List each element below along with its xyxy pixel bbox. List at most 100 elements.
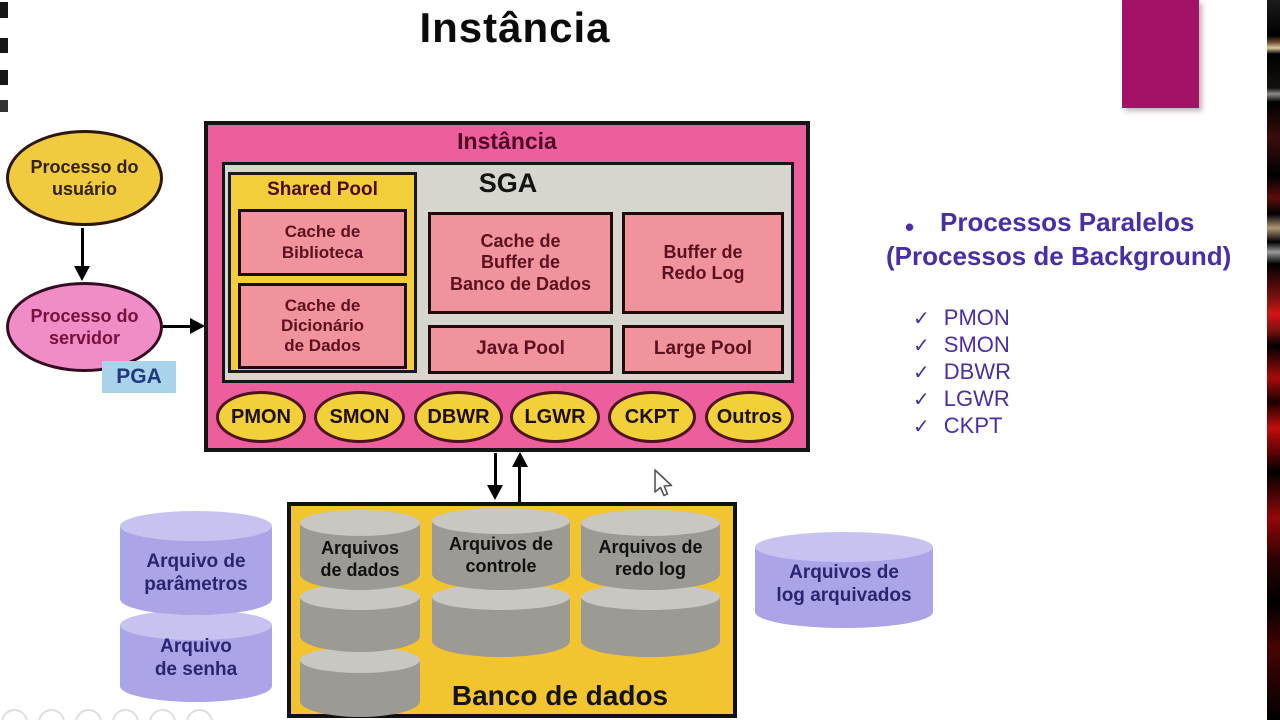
large-pool-label: Large Pool xyxy=(653,338,753,360)
redolog-cylinder: Arquivos de redo log xyxy=(581,510,720,590)
player-control-ghost xyxy=(149,709,176,720)
library-cache-box: Cache de Biblioteca xyxy=(238,209,407,276)
sidebar-heading-line2: (Processos de Background) xyxy=(886,241,1232,271)
controlfile-cylinder xyxy=(432,584,570,657)
process-ellipse-outros: Outros xyxy=(705,391,794,443)
buffer-cache-box: Cache de Buffer de Banco de Dados xyxy=(428,212,613,314)
check-icon: ✓ xyxy=(913,362,930,384)
process-label: CKPT xyxy=(624,405,680,428)
dictionary-cache-label: Cache de xyxy=(284,295,361,315)
archived-log-cylinder: Arquivos de log arquivados xyxy=(755,532,933,628)
archived-log-label: Arquivos de log arquivados xyxy=(776,562,912,606)
sidebar-item-label: CKPT xyxy=(943,413,1003,438)
sidebar-item-ckpt: ✓ CKPT xyxy=(913,413,1002,439)
dictionary-cache-label: Dicionário xyxy=(280,315,365,335)
dictionary-cache-box: Cache de Dicionário de Dados xyxy=(238,283,407,369)
cylinder-cap xyxy=(120,610,272,640)
sidebar-item-label: PMON xyxy=(943,305,1010,330)
cylinder-cap xyxy=(432,508,570,534)
cylinder-cap xyxy=(755,532,933,562)
process-label: LGWR xyxy=(524,405,586,428)
large-pool-box: Large Pool xyxy=(622,325,784,374)
process-label: SMON xyxy=(329,405,390,428)
password-file-label: Arquivo de senha xyxy=(154,636,238,680)
pga-label-box: PGA xyxy=(102,361,176,393)
process-ellipse-dbwr: DBWR xyxy=(414,391,503,443)
server-process-label: Processo do xyxy=(30,305,139,326)
parameter-file-cylinder: Arquivo de parâmetros xyxy=(120,511,272,615)
cylinder-cap xyxy=(120,511,272,541)
instance-box-title: Instância xyxy=(457,128,557,154)
arrowhead-down-icon xyxy=(74,266,90,281)
buffer-cache-label: Banco de Dados xyxy=(449,273,592,294)
edge-artifact xyxy=(0,38,8,53)
datafile-cylinder xyxy=(300,647,420,717)
redo-log-buffer-box: Buffer de Redo Log xyxy=(622,212,784,314)
cylinder-cap xyxy=(300,510,420,536)
datafiles-label: Arquivos de dados xyxy=(320,538,400,580)
sidebar-item-pmon: ✓ PMON xyxy=(913,305,1010,331)
check-icon: ✓ xyxy=(913,416,930,438)
check-icon: ✓ xyxy=(913,308,930,330)
password-file-cylinder: Arquivo de senha xyxy=(120,610,272,702)
edge-artifact xyxy=(0,100,8,112)
process-label: DBWR xyxy=(427,405,490,428)
arrow-instance-to-db xyxy=(494,453,497,487)
video-noise-strip xyxy=(1267,0,1280,720)
mouse-cursor-icon xyxy=(654,469,673,497)
parameter-file-label: Arquivo de parâmetros xyxy=(144,551,248,595)
redo-log-buffer-label: Redo Log xyxy=(661,263,745,283)
server-process-node: Processo do servidor xyxy=(6,282,163,372)
sidebar-item-label: SMON xyxy=(943,332,1010,357)
pga-label: PGA xyxy=(116,365,162,388)
arrow-server-to-instance xyxy=(163,325,193,328)
controlfile-cylinder: Arquivos de controle xyxy=(432,508,570,590)
buffer-cache-label: Buffer de xyxy=(480,252,560,273)
redo-log-buffer-label: Buffer de xyxy=(663,241,743,262)
user-process-label: Processo do xyxy=(30,156,139,177)
process-ellipse-pmon: PMON xyxy=(216,391,306,443)
java-pool-box: Java Pool xyxy=(428,325,613,374)
process-ellipse-lgwr: LGWR xyxy=(510,391,600,443)
sidebar-item-label: LGWR xyxy=(943,386,1010,411)
redolog-files-label: Arquivos de redo log xyxy=(598,537,703,579)
process-ellipse-ckpt: CKPT xyxy=(608,391,696,443)
arrowhead-down-icon xyxy=(487,485,503,500)
controlfiles-label: Arquivos de controle xyxy=(448,534,554,576)
player-control-ghost xyxy=(112,709,139,720)
user-process-label: usuário xyxy=(51,179,117,199)
datafile-cylinder: Arquivos de dados xyxy=(300,510,420,590)
dictionary-cache-label: de Dados xyxy=(284,336,361,356)
player-control-ghost xyxy=(186,709,213,720)
arrow-db-to-instance xyxy=(518,465,521,502)
database-label: Banco de dados xyxy=(451,680,669,711)
sga-label: SGA xyxy=(478,168,538,198)
shared-pool-title: Shared Pool xyxy=(267,179,378,200)
server-process-label: servidor xyxy=(48,328,121,348)
edge-artifact xyxy=(0,70,8,85)
arrow-user-to-server xyxy=(81,228,84,268)
user-process-node: Processo do usuário xyxy=(6,130,163,226)
player-control-ghost xyxy=(1,709,28,720)
check-icon: ✓ xyxy=(913,335,930,357)
magenta-accent-block xyxy=(1122,0,1199,108)
player-control-ghost xyxy=(38,709,65,720)
bullet-icon: • xyxy=(905,212,915,242)
java-pool-label: Java Pool xyxy=(476,338,565,360)
sidebar-item-dbwr: ✓ DBWR xyxy=(913,359,1011,385)
datafile-cylinder xyxy=(300,584,420,652)
sidebar-item-label: DBWR xyxy=(943,359,1011,384)
redolog-cylinder xyxy=(581,584,720,657)
edge-artifact xyxy=(0,2,8,18)
sidebar-item-lgwr: ✓ LGWR xyxy=(913,386,1010,412)
process-label: Outros xyxy=(716,405,783,428)
check-icon: ✓ xyxy=(913,389,930,411)
library-cache-label: Biblioteca xyxy=(281,242,364,262)
library-cache-label: Cache de xyxy=(284,222,361,242)
sidebar-item-smon: ✓ SMON xyxy=(913,332,1010,358)
arrowhead-right-icon xyxy=(190,318,205,334)
process-ellipse-smon: SMON xyxy=(314,391,405,443)
player-control-ghost xyxy=(75,709,102,720)
process-label: PMON xyxy=(231,405,291,428)
